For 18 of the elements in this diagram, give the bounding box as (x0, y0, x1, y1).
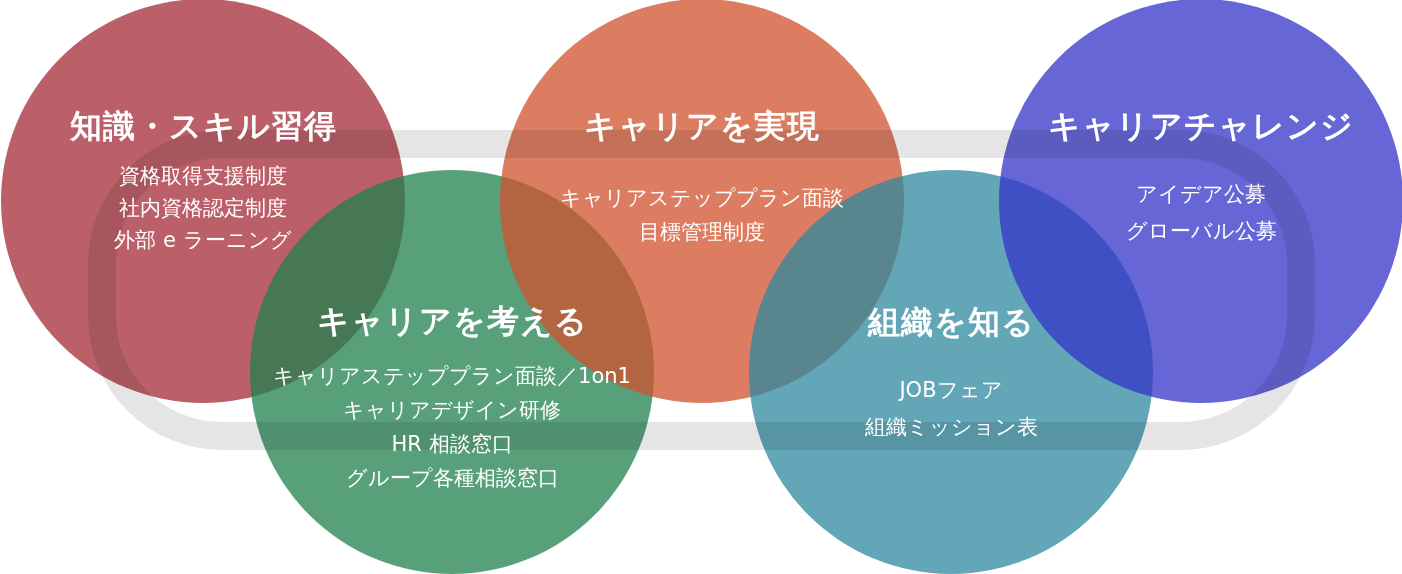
category-heading: キャリアチャレンジ (1048, 107, 1354, 145)
program-item: 組織ミッション表 (864, 414, 1038, 440)
program-item: アイデア公募 (1136, 181, 1266, 207)
program-item: キャリアステッププラン面談 (560, 185, 844, 211)
program-item: 社内資格認定制度 (119, 195, 287, 221)
program-item: 資格取得支援制度 (119, 163, 287, 189)
category-heading: 組織を知る (867, 303, 1035, 341)
program-item: 外部 e ラーニング (114, 227, 292, 253)
category-heading: キャリアを考える (316, 302, 588, 340)
program-item: JOBフェア (899, 377, 1003, 403)
program-item: 目標管理制度 (639, 219, 765, 245)
category-heading: 知識・スキル習得 (69, 107, 337, 145)
program-item: HR 相談窓口 (391, 431, 513, 457)
program-item: グローバル公募 (1125, 218, 1277, 244)
program-item: キャリアデザイン研修 (343, 397, 561, 423)
category-heading: キャリアを実現 (584, 107, 820, 145)
program-item: グループ各種相談窓口 (345, 465, 559, 491)
program-item: キャリアステッププラン面談／1on1 (273, 363, 631, 389)
